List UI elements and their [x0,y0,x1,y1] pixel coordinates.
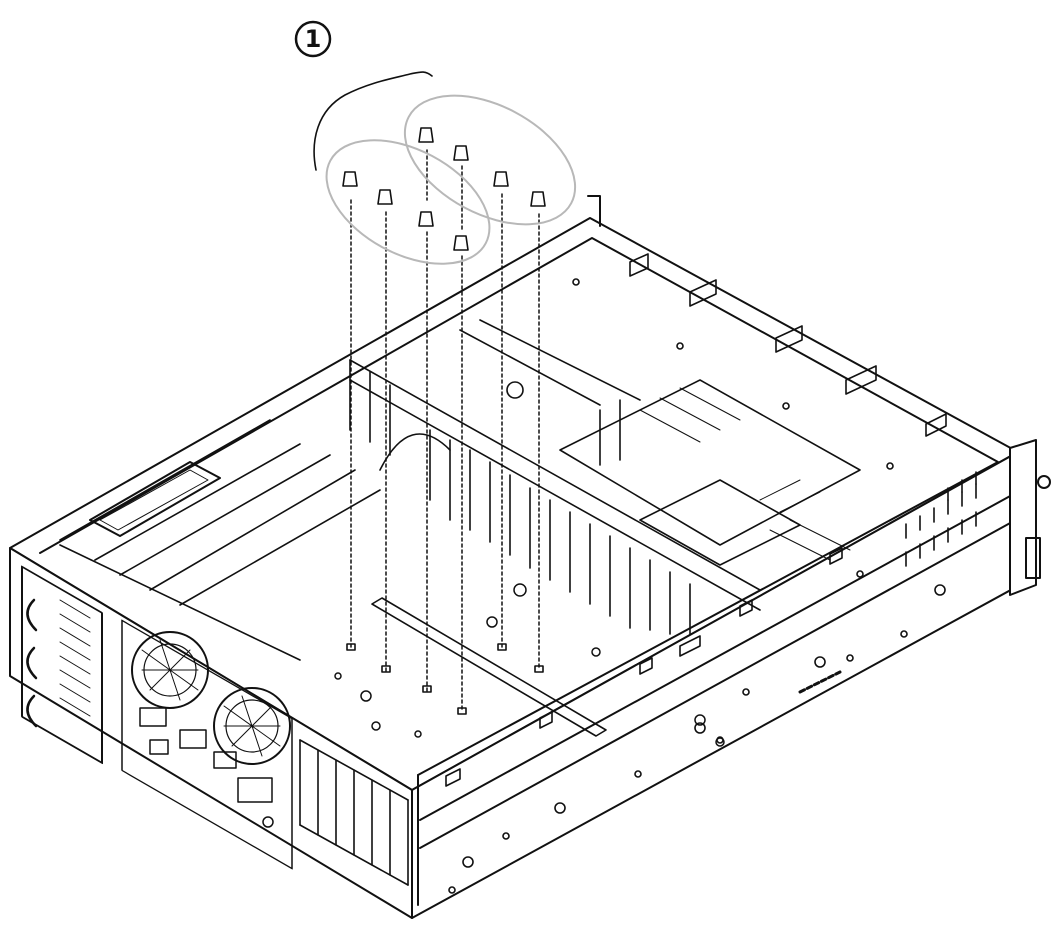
chassis-body [9,195,1051,919]
right-rack-ear [1009,439,1037,596]
standoff-5 [493,171,509,651]
expansion-slot-covers [299,739,409,886]
floor-rail [371,597,607,737]
standoff-4 [453,145,469,715]
fan-wall [349,359,761,635]
io-shield [139,707,274,828]
chassis-interior [59,253,947,747]
front-panel [21,565,409,886]
riser-bracket [59,419,381,661]
power-supply-bay [21,565,103,765]
rear-fan-right [213,687,291,765]
psu-handle-2 [26,646,38,680]
standoffs [342,127,546,715]
standoff-6 [530,191,546,673]
side-label-dashes [798,670,842,694]
psu-handle-1 [26,598,38,632]
psu-handle-3 [26,694,38,728]
highlight-ellipse-front [325,139,491,265]
curly-brace-icon [313,71,433,171]
callout-number: 1 [305,25,322,53]
rear-fan-left [131,631,209,709]
handle-slot [89,461,221,537]
floor-holes [334,583,725,747]
highlight-ellipses [325,94,577,265]
chassis-inner-rim [39,237,999,776]
highlight-ellipse-rear [403,94,577,226]
motherboard-tray [459,319,861,566]
circled-number-icon [294,20,332,58]
standoff-3 [418,127,434,693]
standoff-1 [342,171,358,651]
side-panel-details [445,471,977,894]
callout-1: 1 [294,20,332,58]
side-vent-slots [905,471,977,567]
rear-clips [572,253,947,470]
standoff-2 [377,189,393,673]
